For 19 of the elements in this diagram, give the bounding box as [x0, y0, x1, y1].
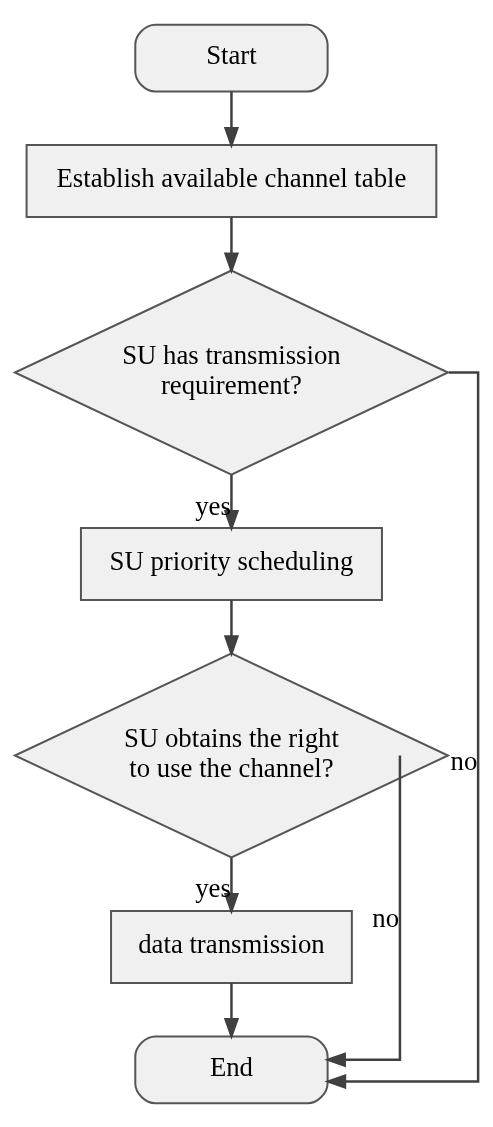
arrow	[223, 599, 240, 657]
node-box: SU priority scheduling	[79, 526, 383, 601]
node-diamond: SU obtains the right to use the channel?	[12, 651, 451, 859]
arrow	[324, 755, 402, 1067]
arrow	[223, 91, 240, 149]
edge-label: yes	[195, 490, 231, 521]
edge-label: no	[372, 902, 400, 933]
node-diamond: SU has transmission requirement?	[12, 268, 451, 476]
node-box: Start	[134, 23, 329, 93]
arrow	[223, 474, 240, 532]
edge-label: no	[450, 745, 478, 776]
edge-label: yes	[195, 872, 231, 903]
node-box: Establish available channel table	[25, 143, 438, 218]
arrow	[223, 857, 240, 915]
arrow	[324, 370, 480, 1089]
node-box: data transmission	[110, 909, 353, 984]
arrow	[223, 216, 240, 274]
node-box: End	[134, 1034, 329, 1104]
arrow	[223, 982, 240, 1040]
